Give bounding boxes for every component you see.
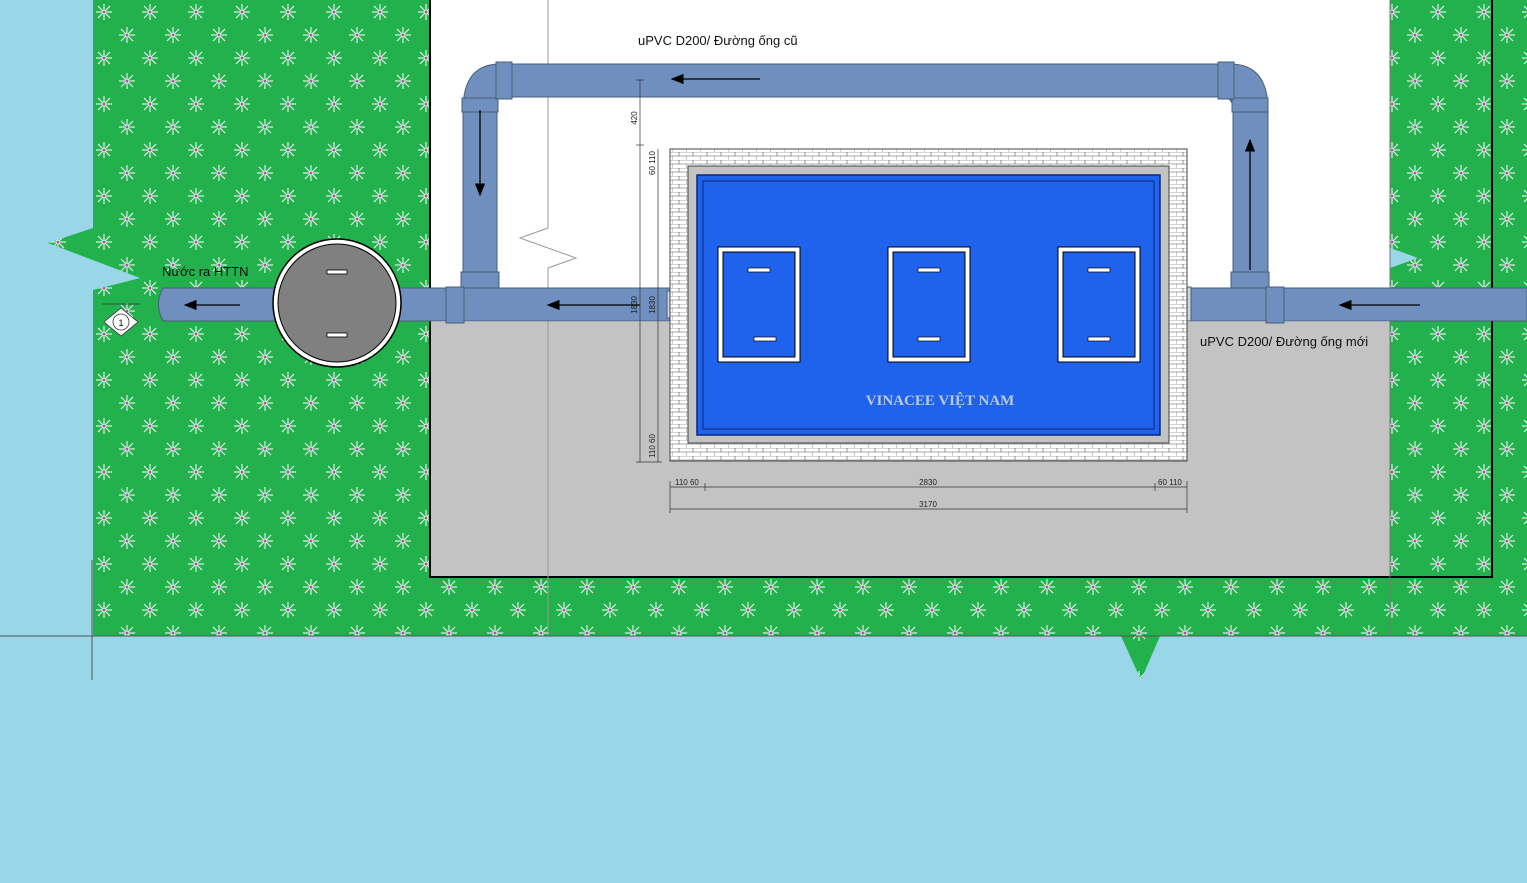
manhole: [272, 238, 402, 368]
dim-bottom-left: 110 60: [675, 478, 699, 487]
brand-label: VINACEE VIỆT NAM: [866, 392, 1015, 409]
new-pipe-label: uPVC D200/ Đường ống mới: [1200, 334, 1368, 349]
lawn-bottom: [430, 578, 1527, 680]
inspection-cover-3: [1057, 246, 1141, 363]
dimension-lines: [636, 79, 1188, 513]
section-marker: 1: [102, 303, 140, 337]
dim-bottom-width: 2830: [919, 478, 937, 487]
dim-left-bottom-wall: 110 60: [648, 434, 657, 458]
inspection-cover-1: [717, 246, 801, 363]
dim-left-inner: 1830: [648, 296, 657, 314]
break-line: [518, 0, 578, 636]
dim-left-top-wall: 60 110: [648, 151, 657, 175]
dim-left-height: 1830: [630, 296, 639, 314]
section-marker-number: 1: [118, 318, 123, 328]
old-pipe-label: uPVC D200/ Đường ống cũ: [638, 33, 798, 48]
outlet-label: Nước ra HTTN: [162, 264, 249, 279]
dim-total-width: 3170: [919, 500, 937, 509]
dim-bottom-right: 60 110: [1158, 478, 1182, 487]
dim-left-top-offset: 420: [630, 111, 639, 125]
flow-arrows: [183, 73, 1420, 311]
inspection-cover-2: [887, 246, 971, 363]
